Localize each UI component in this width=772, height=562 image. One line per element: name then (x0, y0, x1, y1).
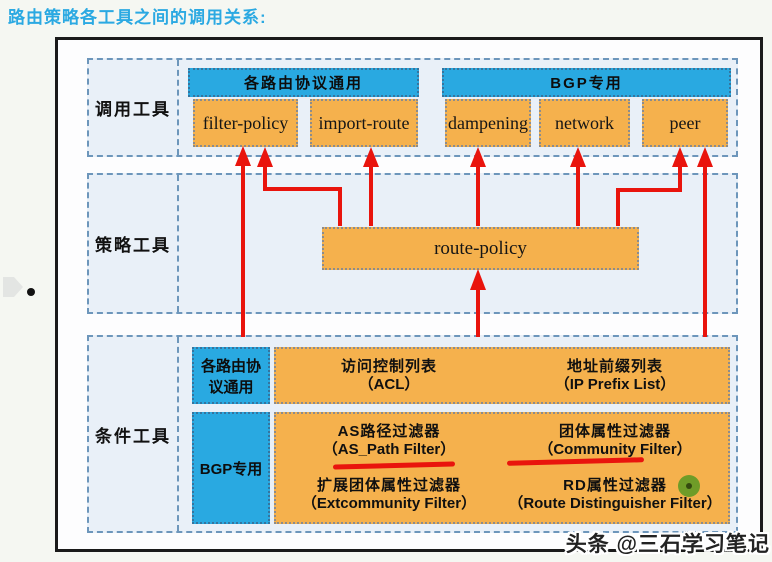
item-acl: 访问控制列表 （ACL） (340, 357, 437, 393)
row-condition-tools: 条件工具 各路由协议通用 访问控制列表 （ACL） 地址前缀列表 （IP Pre… (87, 335, 738, 533)
row-policy-tools: 策略工具 route-policy (87, 173, 738, 314)
item-ip-prefix-list: 地址前缀列表 （IP Prefix List） (554, 357, 676, 393)
box-common-condition-tools: 访问控制列表 （ACL） 地址前缀列表 （IP Prefix List） (274, 347, 730, 404)
header-bgp-only: BGP专用 (442, 68, 731, 97)
box-peer: peer (642, 99, 728, 147)
item-extcommunity-filter: 扩展团体属性过滤器 （Extcommunity Filter） (301, 477, 477, 512)
box-network: network (539, 99, 630, 147)
box-route-policy: route-policy (322, 227, 639, 270)
box-bgp-condition-tools: AS路径过滤器 （AS_Path Filter） 团体属性过滤器 （Commun… (274, 412, 730, 524)
page-title: 路由策略各工具之间的调用关系: (8, 8, 267, 27)
item-route-distinguisher-filter: RD属性过滤器 （Route Distinguisher Filter） (508, 477, 722, 512)
margin-arrow-marker (3, 277, 23, 297)
item-community-filter: 团体属性过滤器 （Community Filter） (538, 423, 692, 458)
green-dot-marker (678, 475, 700, 497)
box-import-route: import-route (310, 99, 418, 147)
sideheader-common-protocols: 各路由协议通用 (192, 347, 270, 404)
item-as-path-filter: AS路径过滤器 （AS_Path Filter） (322, 423, 456, 458)
row-label-calling-tools: 调用工具 (89, 60, 179, 155)
sideheader-bgp-only: BGP专用 (192, 412, 270, 524)
row-calling-tools: 调用工具 各路由协议通用 filter-policy import-route … (87, 58, 738, 157)
header-common-protocols: 各路由协议通用 (188, 68, 419, 97)
watermark: 头条 @三石学习笔记 (565, 533, 770, 556)
margin-bullet-dot (27, 288, 35, 296)
box-filter-policy: filter-policy (193, 99, 298, 147)
row-label-policy-tools: 策略工具 (89, 175, 179, 312)
row-label-condition-tools: 条件工具 (89, 337, 179, 531)
box-dampening: dampening (445, 99, 531, 147)
